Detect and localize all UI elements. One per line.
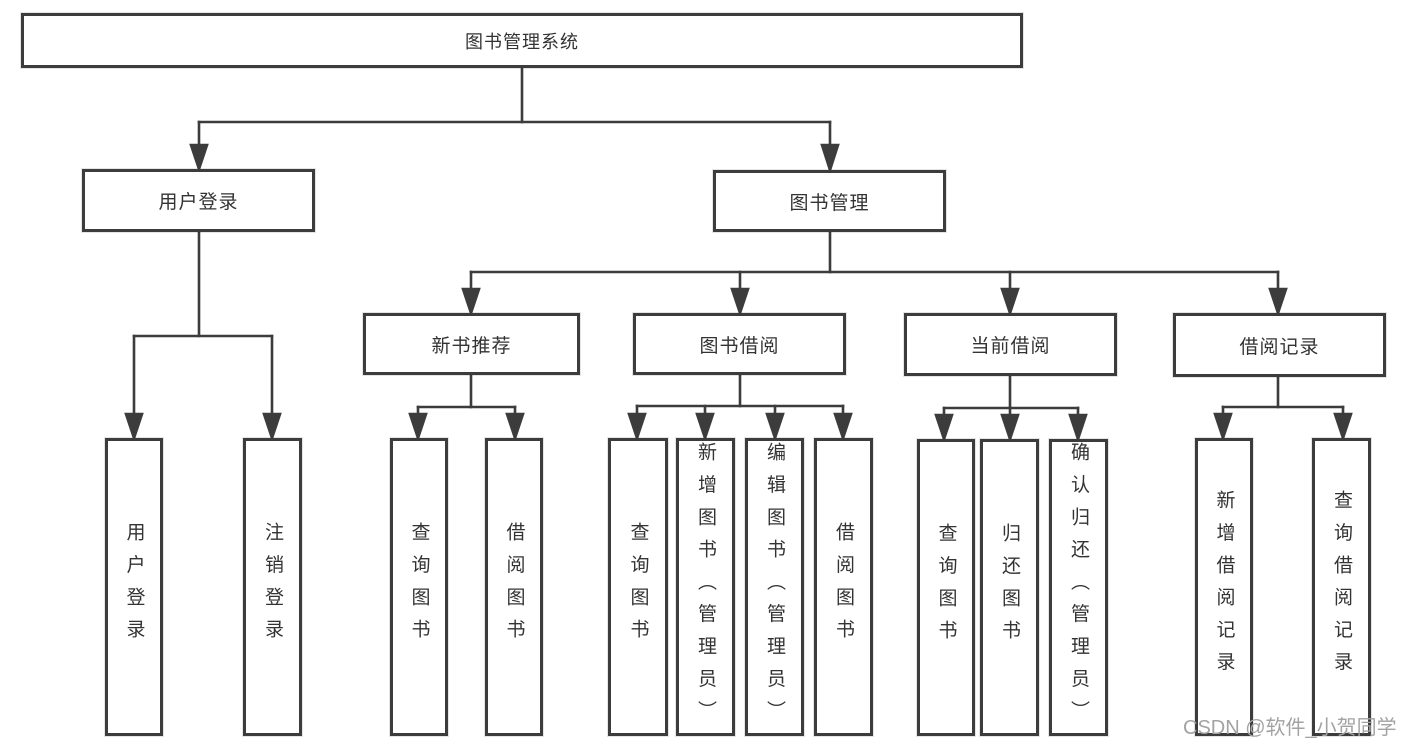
leaf-current-confirm-admin: 确认归还（管理员） [1049, 439, 1108, 736]
node-label: 图书管理系统 [465, 31, 579, 52]
node-new-book-recommend: 新书推荐 [363, 313, 580, 375]
node-label: 新书推荐 [431, 335, 512, 357]
node-current-borrow: 当前借阅 [904, 313, 1117, 376]
node-label: 编辑图书（管理员） [764, 441, 785, 733]
node-label: 图书管理 [789, 192, 870, 214]
node-label: 当前借阅 [970, 336, 1051, 357]
node-label: 确认归还（管理员） [1068, 442, 1089, 733]
node-label: 新增图书（管理员） [695, 441, 716, 733]
node-label: 查询借阅记录 [1331, 490, 1352, 684]
node-label: 借阅记录 [1239, 336, 1320, 358]
leaf-user-login: 用户登录 [105, 438, 163, 736]
node-book-management: 图书管理 [713, 170, 946, 232]
node-label: 借阅图书 [503, 522, 525, 652]
node-label: 查询图书 [935, 522, 957, 653]
node-label: 注销登录 [262, 522, 283, 652]
leaf-current-query: 查询图书 [917, 439, 975, 736]
node-system-root: 图书管理系统 [21, 13, 1023, 68]
leaf-logout: 注销登录 [243, 438, 302, 736]
node-borrow-records: 借阅记录 [1173, 313, 1386, 377]
node-label: 归还图书 [999, 522, 1020, 653]
node-label: 查询图书 [408, 522, 430, 652]
leaf-current-return: 归还图书 [980, 439, 1039, 736]
connector-group [124, 66, 1353, 444]
leaf-newbook-borrow: 借阅图书 [485, 438, 543, 736]
node-label: 图书借阅 [699, 335, 780, 357]
node-user-login: 用户登录 [82, 169, 315, 232]
node-label: 新增借阅记录 [1213, 490, 1235, 684]
leaf-borrow-query: 查询图书 [608, 438, 668, 736]
leaf-record-query: 查询借阅记录 [1312, 438, 1371, 736]
leaf-borrow-add-admin: 新增图书（管理员） [676, 438, 735, 736]
node-label: 借阅图书 [833, 522, 854, 652]
node-label: 查询图书 [627, 522, 649, 652]
node-book-borrow: 图书借阅 [633, 313, 846, 375]
leaf-record-add: 新增借阅记录 [1195, 438, 1253, 736]
leaf-borrow-book: 借阅图书 [814, 438, 873, 736]
node-label: 用户登录 [123, 522, 145, 652]
leaf-newbook-query: 查询图书 [390, 438, 448, 736]
leaf-borrow-edit-admin: 编辑图书（管理员） [745, 438, 804, 736]
node-label: 用户登录 [158, 192, 239, 213]
csdn-watermark: CSDN @软件_小贺同学 [1183, 717, 1397, 739]
